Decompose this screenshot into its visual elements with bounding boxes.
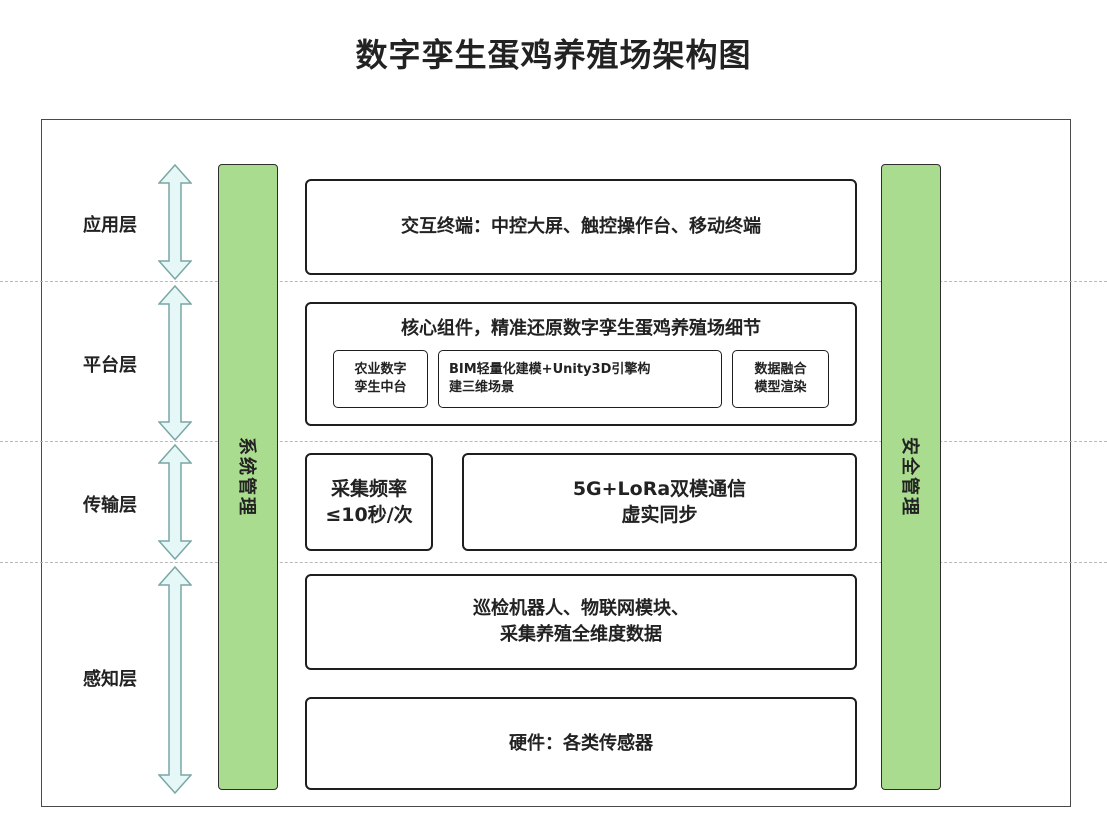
inspection-robots-line: 巡检机器人、物联网模块、 — [473, 598, 689, 619]
sampling-frequency-line: ≤10秒/次 — [325, 504, 413, 526]
hardware-sensors-box: 硬件：各类传感器 — [305, 697, 857, 790]
agri-twin-platform-line: 孪生中台 — [354, 380, 407, 395]
bim-unity-modeling-box: BIM轻量化建模+Unity3D引擎构 建三维场景 — [438, 350, 722, 408]
system-management-label: 系统管理 — [236, 437, 257, 517]
sampling-frequency-box: 采集频率 ≤10秒/次 — [305, 453, 433, 551]
double-arrow-icon — [158, 566, 192, 794]
layer-label-application: 应用层 — [83, 215, 137, 236]
hardware-sensors-text: 硬件：各类传感器 — [509, 732, 653, 754]
double-arrow-icon — [158, 285, 192, 441]
system-management-bar: 系统管理 — [218, 164, 278, 790]
diagram-frame — [41, 119, 1071, 807]
sampling-frequency-line: 采集频率 — [330, 478, 407, 500]
layer-divider — [0, 562, 1107, 563]
layer-label-transport: 传输层 — [83, 495, 137, 516]
dual-mode-comm-box: 5G+LoRa双模通信 虚实同步 — [462, 453, 857, 551]
security-management-bar: 安全管理 — [881, 164, 941, 790]
bim-unity-modeling-line: BIM轻量化建模+Unity3D引擎构 — [449, 362, 651, 377]
application-terminals-text: 交互终端：中控大屏、触控操作台、移动终端 — [401, 216, 761, 237]
double-arrow-icon — [158, 164, 192, 280]
data-fusion-render-line: 模型渲染 — [754, 380, 807, 395]
layer-label-perception: 感知层 — [83, 669, 137, 690]
security-management-label: 安全管理 — [899, 437, 920, 517]
dual-mode-comm-line: 5G+LoRa双模通信 — [572, 478, 747, 500]
layer-divider — [0, 441, 1107, 442]
application-terminals-box: 交互终端：中控大屏、触控操作台、移动终端 — [305, 179, 857, 275]
agri-twin-platform-box: 农业数字 孪生中台 — [333, 350, 428, 408]
page-title: 数字孪生蛋鸡养殖场架构图 — [355, 36, 752, 74]
dual-mode-comm-line: 虚实同步 — [621, 504, 698, 526]
agri-twin-platform-line: 农业数字 — [354, 362, 407, 377]
data-fusion-render-box: 数据融合 模型渲染 — [732, 350, 829, 408]
inspection-robots-line: 采集养殖全维度数据 — [500, 624, 662, 645]
inspection-robots-box: 巡检机器人、物联网模块、 采集养殖全维度数据 — [305, 574, 857, 670]
data-fusion-render-line: 数据融合 — [754, 362, 807, 377]
platform-core-text: 核心组件，精准还原数字孪生蛋鸡养殖场细节 — [401, 318, 761, 339]
bim-unity-modeling-line: 建三维场景 — [449, 380, 515, 395]
layer-label-platform: 平台层 — [83, 355, 137, 376]
layer-divider — [0, 281, 1107, 282]
double-arrow-icon — [158, 444, 192, 560]
